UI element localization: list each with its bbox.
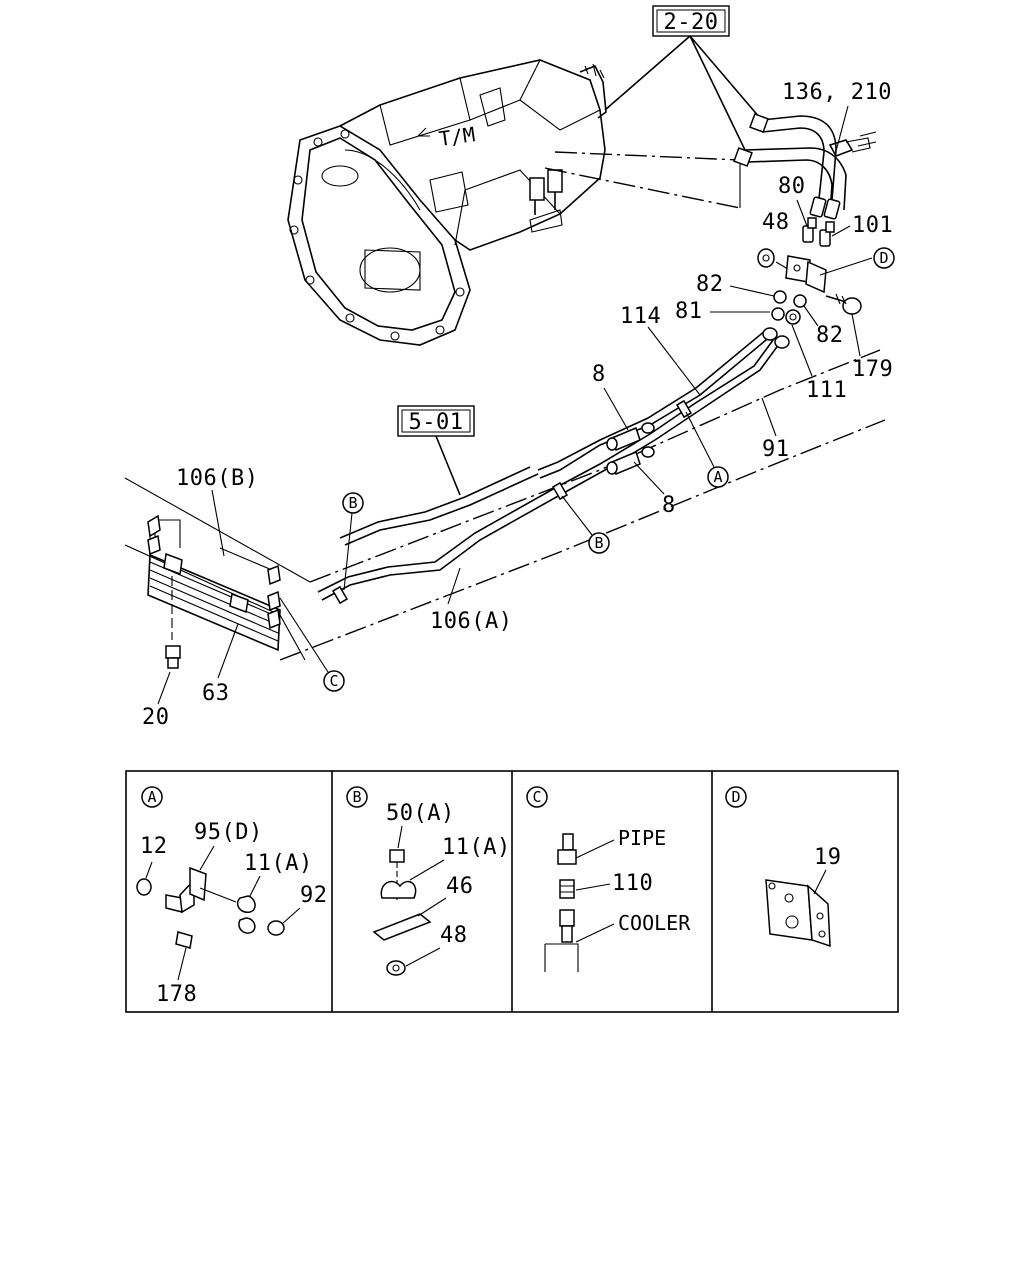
panel-a-label-178: 178 — [156, 982, 197, 1007]
callout-48: 48 — [762, 210, 790, 235]
detail-panels — [125, 770, 899, 1013]
washers — [771, 290, 807, 325]
callout-106a: 106(A) — [430, 609, 512, 634]
chassis-frame — [124, 349, 886, 661]
callout-179: 179 — [852, 357, 893, 382]
marker-b-main-lower[interactable]: B — [588, 532, 610, 554]
panel-c-label-110: 110 — [612, 871, 653, 896]
marker-a-main[interactable]: A — [707, 466, 729, 488]
transmission-housing — [287, 59, 607, 346]
marker-d-main-label: D — [879, 249, 888, 267]
callout-81: 81 — [675, 299, 703, 324]
detail-panel-c: C PIPE 110 COOLER — [526, 786, 691, 972]
panel-a-label-12: 12 — [140, 834, 168, 859]
panel-c-label-cooler: COOLER — [618, 911, 691, 935]
marker-d-main[interactable]: D — [873, 247, 895, 269]
panel-b-label-46: 46 — [446, 874, 474, 899]
panel-b-label-48: 48 — [440, 923, 468, 948]
panel-a-label-95d: 95(D) — [194, 820, 263, 845]
callout-63: 63 — [202, 681, 230, 706]
union-8-upper — [606, 422, 655, 452]
ref-5-01: 5-01 — [409, 410, 464, 435]
ref-box-5-01[interactable]: 5-01 — [397, 405, 475, 437]
bolt-holes — [289, 129, 465, 341]
callout-82-left: 82 — [696, 272, 724, 297]
marker-a-main-label: A — [713, 468, 722, 486]
marker-b-upper-label: B — [348, 494, 357, 512]
callout-136-210: 136, 210 — [782, 80, 892, 105]
panel-b-marker: B — [352, 788, 361, 806]
callout-82-right: 82 — [816, 323, 844, 348]
oil-pipes — [317, 327, 790, 601]
callout-101: 101 — [852, 213, 893, 238]
panel-c-marker: C — [532, 788, 541, 806]
marker-b-main-upper[interactable]: B — [342, 492, 364, 514]
callout-8-upper: 8 — [592, 362, 606, 387]
marker-c-main[interactable]: C — [323, 670, 345, 692]
transmission-label: T/M — [437, 122, 476, 151]
marker-b-lower-label: B — [594, 534, 603, 552]
callout-111: 111 — [806, 378, 847, 403]
union-8-lower — [606, 446, 655, 476]
callout-8-lower: 8 — [662, 493, 676, 518]
callout-106b: 106(B) — [176, 466, 258, 491]
connector-80 — [802, 217, 817, 243]
panel-c-label-pipe: PIPE — [618, 826, 666, 850]
oil-cooler — [147, 514, 306, 661]
panel-b-label-11a: 11(A) — [442, 835, 511, 860]
bracket-d — [785, 255, 827, 294]
panel-a-label-11a: 11(A) — [244, 851, 313, 876]
callout-20: 20 — [142, 705, 170, 730]
callout-91: 91 — [762, 437, 790, 462]
detail-panel-b: B 50(A) 11(A) 46 48 — [346, 786, 511, 976]
marker-c-main-label: C — [329, 672, 338, 690]
connector-101 — [819, 221, 835, 247]
hose-assembly — [733, 113, 877, 220]
detail-panel-a: A 12 95(D) 11(A) 92 178 — [136, 786, 328, 1007]
panel-a-label-92: 92 — [300, 883, 328, 908]
bolt-179 — [825, 293, 862, 315]
callout-114: 114 — [620, 304, 661, 329]
callout-80: 80 — [778, 174, 806, 199]
bolt-20 — [165, 576, 181, 669]
panel-d-marker: D — [731, 788, 740, 806]
ref-2-20: 2-20 — [664, 10, 719, 35]
ref-box-2-20[interactable]: 2-20 — [652, 5, 730, 37]
panel-b-label-50a: 50(A) — [386, 801, 455, 826]
nut-48 — [757, 248, 775, 268]
panel-d-label-19: 19 — [814, 845, 842, 870]
detail-panel-d: D 19 — [725, 786, 842, 948]
panel-a-marker: A — [147, 788, 156, 806]
